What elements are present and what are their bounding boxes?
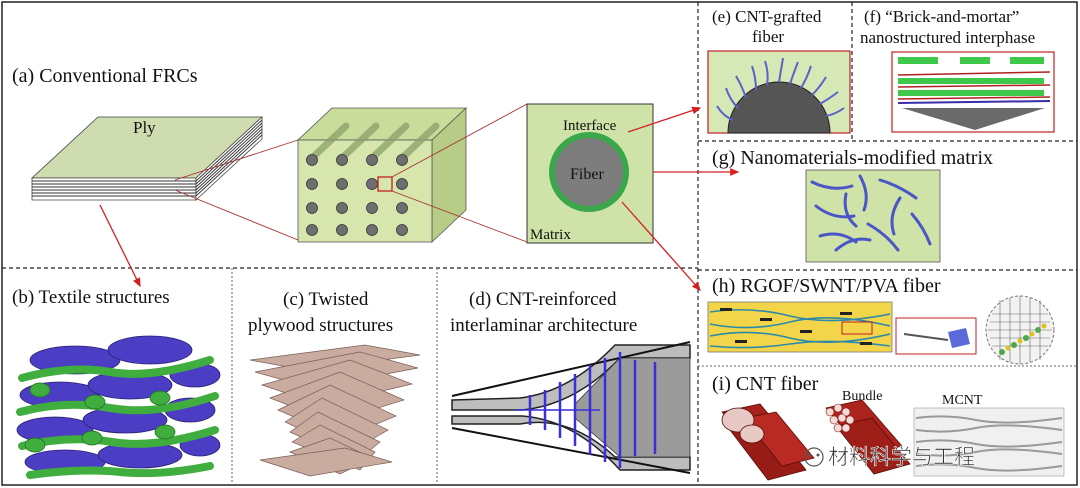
rgof-swnt-pva-fiber xyxy=(707,295,1055,365)
zoom-line xyxy=(174,189,299,241)
panel-a-title: (a) Conventional FRCs xyxy=(12,65,198,87)
matrix-label: Matrix xyxy=(530,227,571,243)
panel-d-title-line2: interlaminar architecture xyxy=(450,315,637,336)
panel-c-title-line1: (c) Twisted xyxy=(283,289,369,310)
interface-label: Interface xyxy=(563,118,617,134)
watermark: 材料科学与工程 xyxy=(804,445,975,469)
panel-i-title: (i) CNT fiber xyxy=(712,373,819,395)
fiber-cross-section xyxy=(526,103,654,244)
mcnt-label: MCNT xyxy=(942,393,983,408)
watermark-text: 材料科学与工程 xyxy=(828,445,975,469)
panel-e-title-line2: fiber xyxy=(752,27,784,46)
twisted-plywood xyxy=(249,344,421,477)
panel-b-title: (b) Textile structures xyxy=(12,287,170,308)
panel-h-title: (h) RGOF/SWNT/PVA fiber xyxy=(712,275,941,297)
brick-mortar-interphase xyxy=(891,51,1055,133)
connector-arrows xyxy=(99,106,740,291)
zoom-line xyxy=(174,139,299,181)
panel-f-title-line2: nanostructured interphase xyxy=(860,28,1035,47)
composite-cube xyxy=(296,107,468,243)
panel-g-title: (g) Nanomaterials-modified matrix xyxy=(712,147,993,169)
panel-e-title-line1: (e) CNT-grafted xyxy=(712,7,822,26)
bundle-label: Bundle xyxy=(842,389,882,404)
fiber-label: Fiber xyxy=(570,166,604,183)
ply-label: Ply xyxy=(133,118,156,137)
cnt-interlaminar xyxy=(451,341,691,474)
cnt-fiber-bundle xyxy=(721,399,1065,481)
zoom-line xyxy=(391,190,528,243)
zoom-line xyxy=(391,103,528,178)
nanomaterial-matrix xyxy=(805,169,941,263)
cnt-grafted-fiber xyxy=(707,50,851,134)
panel-f-title-line1: (f) “Brick-and-mortar” xyxy=(864,7,1019,26)
textile-structure xyxy=(16,335,221,479)
ply-stack xyxy=(30,116,264,201)
panel-c-title-line2: plywood structures xyxy=(248,315,393,336)
panel-d-title-line1: (d) CNT-reinforced xyxy=(469,289,617,310)
